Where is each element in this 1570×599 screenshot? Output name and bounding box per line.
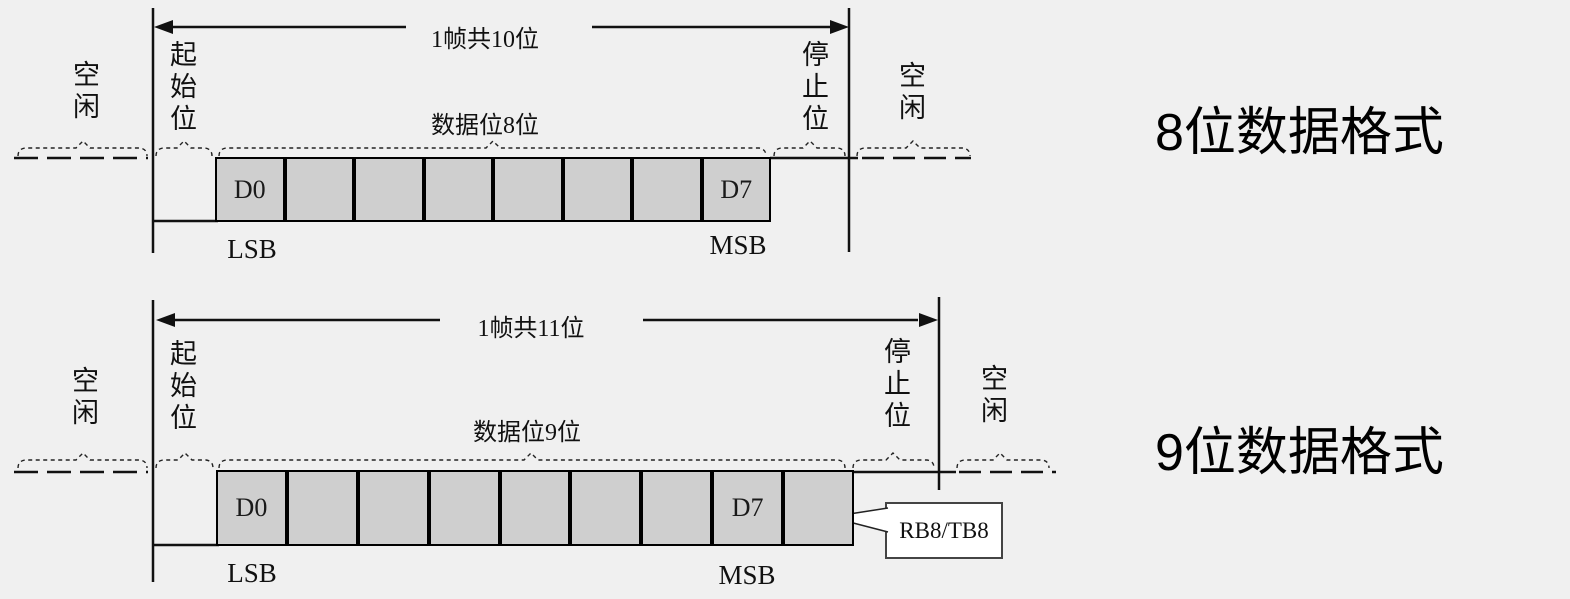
data-bit-cell: D7 bbox=[701, 157, 771, 222]
data-bit-row-9bit: D0 D7 bbox=[216, 470, 855, 546]
diagram-title-9bit: 9位数据格式 bbox=[1155, 424, 1444, 482]
brace-idle-right-9bit bbox=[956, 452, 1050, 469]
data-bits-label-8bit: 数据位8位 bbox=[431, 113, 539, 139]
rb8-tb8-callout-label: RB8/TB8 bbox=[899, 518, 989, 543]
data-bit-cell bbox=[354, 157, 424, 222]
diagram-title-8bit: 8位数据格式 bbox=[1155, 104, 1444, 162]
data-bit-cell bbox=[562, 157, 632, 222]
frame-length-label-8bit: 1帧共10位 bbox=[431, 27, 539, 53]
idle-label-right-9bit: 空闲 bbox=[977, 364, 1007, 428]
brace-idle-left-8bit bbox=[17, 140, 148, 157]
idle-label-left-9bit: 空闲 bbox=[68, 366, 98, 430]
brace-data-bits-9bit bbox=[218, 452, 846, 469]
msb-label-9bit: MSB bbox=[718, 560, 776, 590]
start-bit-label-8bit: 起始位 bbox=[166, 40, 196, 136]
callout-pointer bbox=[830, 508, 888, 532]
data-bit-cell bbox=[783, 470, 855, 546]
brace-start-bit-8bit bbox=[155, 140, 213, 157]
idle-label-right-8bit: 空闲 bbox=[895, 61, 925, 125]
arrowhead-left-icon bbox=[156, 313, 175, 327]
brace-idle-right-8bit bbox=[856, 140, 971, 157]
brace-idle-left-9bit bbox=[17, 452, 148, 469]
stop-bit-label-9bit: 停止位 bbox=[880, 337, 910, 433]
data-bit-cell: D0 bbox=[216, 470, 287, 546]
lsb-label-9bit: LSB bbox=[227, 558, 277, 588]
data-bit-cell: D7 bbox=[712, 470, 784, 546]
data-bit-cell bbox=[641, 470, 713, 546]
frame-length-label-9bit: 1帧共11位 bbox=[477, 316, 585, 342]
data-bit-cell: D0 bbox=[215, 157, 285, 222]
data-bit-cell bbox=[423, 157, 493, 222]
data-bit-cell bbox=[493, 157, 563, 222]
brace-stop-bit-9bit bbox=[852, 452, 935, 469]
brace-stop-bit-8bit bbox=[773, 140, 846, 157]
data-bit-cell bbox=[357, 470, 429, 546]
data-bit-cell bbox=[632, 157, 702, 222]
lsb-label-8bit: LSB bbox=[227, 234, 277, 264]
stop-bit-label-8bit: 停止位 bbox=[798, 40, 828, 136]
data-bit-cell bbox=[499, 470, 571, 546]
msb-label-8bit: MSB bbox=[709, 230, 767, 260]
data-bit-cell bbox=[286, 470, 358, 546]
brace-data-bits-8bit bbox=[218, 140, 767, 157]
arrowhead-right-icon bbox=[919, 313, 938, 327]
brace-start-bit-9bit bbox=[155, 452, 214, 469]
idle-label-left-8bit: 空闲 bbox=[69, 60, 99, 124]
data-bit-row-8bit: D0 D7 bbox=[215, 157, 771, 222]
data-bit-cell bbox=[570, 470, 642, 546]
arrowhead-right-icon bbox=[830, 20, 849, 34]
data-bit-cell bbox=[284, 157, 354, 222]
data-bits-label-9bit: 数据位9位 bbox=[473, 420, 581, 446]
start-bit-label-9bit: 起始位 bbox=[166, 339, 196, 435]
data-bit-cell bbox=[428, 470, 500, 546]
arrowhead-left-icon bbox=[154, 20, 173, 34]
